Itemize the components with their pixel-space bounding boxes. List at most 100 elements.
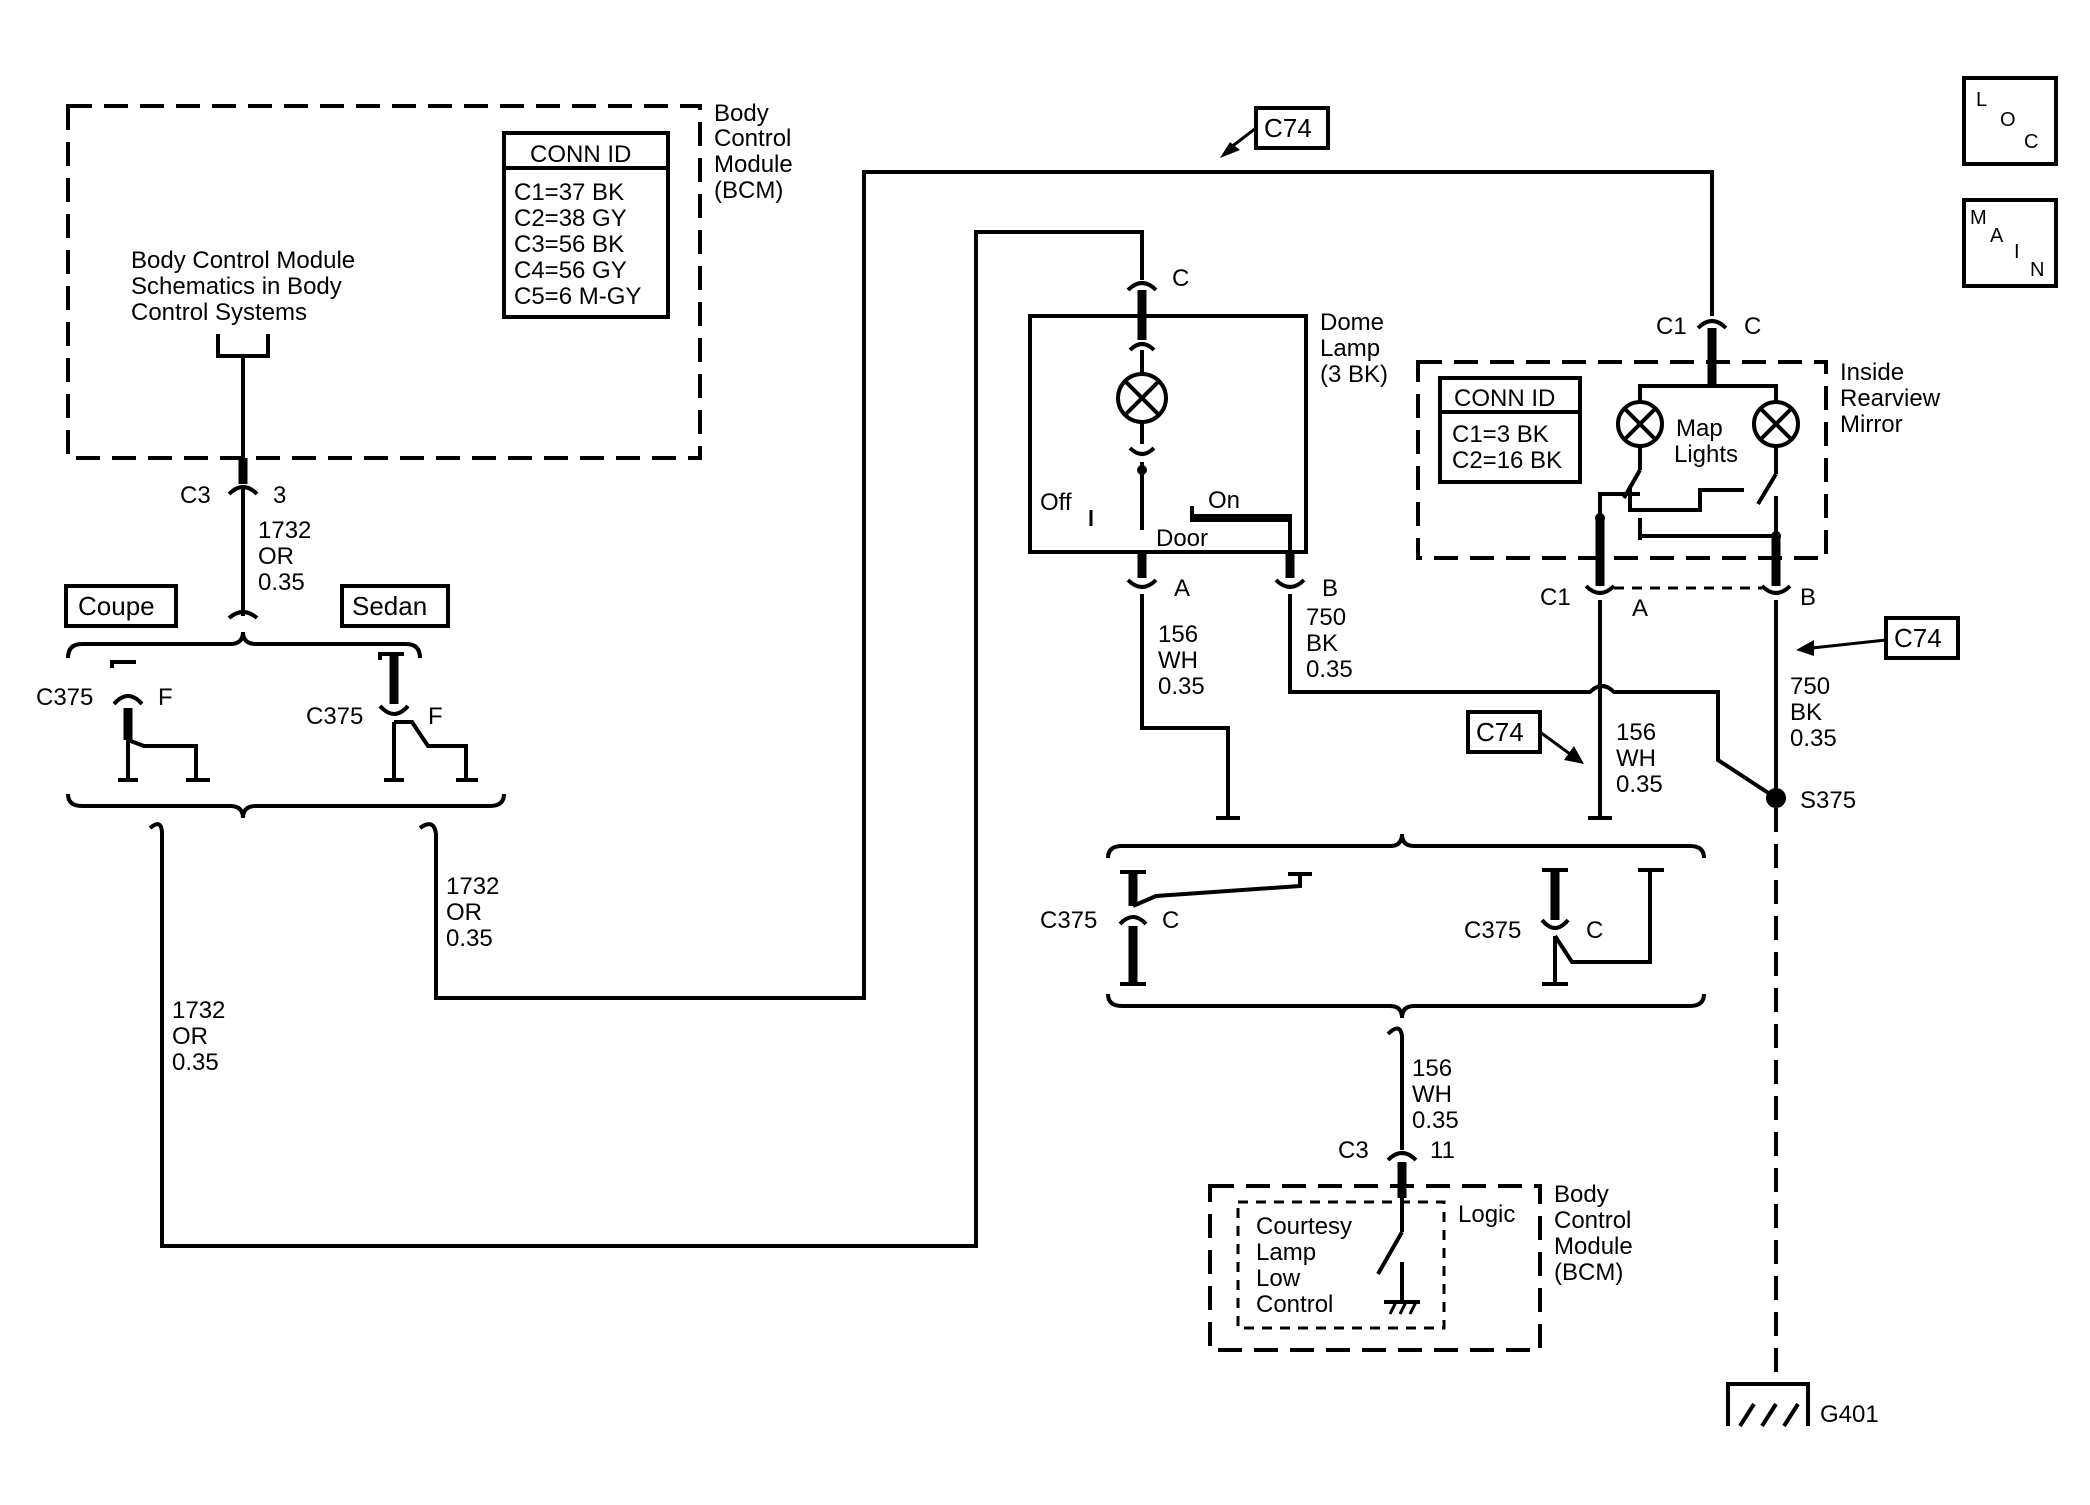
loc-button[interactable]: L O C	[1962, 76, 2058, 166]
lower-c375-left-label: C375	[1040, 907, 1097, 934]
bcm-bottom-pin-label: 11	[1430, 1137, 1455, 1164]
wire-156-c-line1: 156	[1412, 1055, 1452, 1082]
mirror-pin-b: B	[1800, 584, 1816, 611]
wire-750-dome: 750 BK 0.35	[1288, 594, 1778, 800]
dome-off-label: Off	[1040, 489, 1072, 516]
loc-letter-c: C	[2024, 131, 2038, 153]
bcm-bottom-logic-boundary	[1236, 1200, 1446, 1330]
wire-1732-c-line1: 1732	[172, 997, 225, 1024]
bcm-top-pin-label: 3	[273, 482, 286, 509]
mirror-conn-id-title: CONN ID	[1454, 385, 1555, 412]
bcm-bottom-inner-3: Low	[1256, 1265, 1301, 1292]
c74-top-label: C74	[1264, 113, 1312, 143]
dome-label-1: Dome	[1320, 309, 1384, 336]
wire-156-dome: 156 WH 0.35	[1140, 594, 1240, 820]
bcm-bottom-label-2: Control	[1554, 1207, 1631, 1234]
wire-156-b-line2: WH	[1616, 745, 1656, 772]
sedan-c375-pin: F	[428, 703, 443, 730]
dome-lamp-box	[1028, 314, 1308, 554]
dome-label-2: Lamp	[1320, 335, 1380, 362]
conn-id-row-5: C5=6 M-GY	[514, 283, 641, 310]
dome-lamp: C Dome Lamp (3 BK) Off On Door A B	[1028, 265, 1388, 602]
wire-1732-a-line2: OR	[258, 543, 294, 570]
loc-letter-l: L	[1976, 89, 1987, 111]
c74-callout-right: C74	[1796, 616, 1960, 660]
bcm-top-boundary	[66, 104, 702, 460]
bcm-bottom-logic: Logic	[1458, 1201, 1515, 1228]
wire-156-bcm: 156 WH 0.35 C3 11	[1338, 1026, 1459, 1198]
bcm-bottom-boundary	[1208, 1184, 1542, 1352]
bcm-top-conn-id-table: CONN ID C1=37 BK C2=38 GY C3=56 BK C4=56…	[502, 131, 670, 319]
wire-156-a-line2: WH	[1158, 647, 1198, 674]
wire-1732-a-line3: 0.35	[258, 569, 305, 596]
wire-750-a-line3: 0.35	[1306, 656, 1353, 683]
bcm-top-c3-connector: C3 3 1732 OR 0.35	[180, 458, 311, 620]
wire-156-c-line2: WH	[1412, 1081, 1452, 1108]
dome-top-pin: C	[1172, 265, 1189, 292]
loc-letter-o: O	[2000, 109, 2016, 131]
mirror-pin-a: A	[1632, 595, 1648, 622]
inside-mirror: C1 C Inside Rearview Mirror CONN ID C1=3…	[1416, 304, 1941, 622]
dome-pin-a: A	[1174, 575, 1190, 602]
wire-750-a-line1: 750	[1306, 604, 1346, 631]
mirror-top-pin: C	[1744, 313, 1761, 340]
c74-mid-label: C74	[1476, 717, 1524, 747]
wire-1732-a-line1: 1732	[258, 517, 311, 544]
dome-pin-b: B	[1322, 575, 1338, 602]
splice-label: S375	[1800, 787, 1856, 814]
mirror-conn-id-row-2: C2=16 BK	[1452, 447, 1562, 474]
splice-s375	[1766, 788, 1786, 808]
mirror-boundary	[1416, 360, 1828, 560]
map-light-right-icon	[1752, 400, 1800, 448]
bcm-bottom: Logic Courtesy Lamp Low Control Body Con…	[1208, 1181, 1633, 1352]
sedan-label: Sedan	[352, 591, 427, 621]
wire-156-a-line3: 0.35	[1158, 673, 1205, 700]
bcm-bottom-label-3: Module	[1554, 1233, 1633, 1260]
wire-1732-b-line2: OR	[446, 899, 482, 926]
dome-bulb-icon	[1116, 372, 1168, 424]
mirror-label-3: Mirror	[1840, 411, 1903, 438]
lower-c375-left-pin: C	[1162, 907, 1179, 934]
wire-156-a-line1: 156	[1158, 621, 1198, 648]
bcm-bottom-inner-1: Courtesy	[1256, 1213, 1352, 1240]
option-coupe-sedan: Coupe Sedan C375 F C375 F	[36, 584, 506, 819]
ground-icon	[1726, 1382, 1810, 1428]
dome-door-label: Door	[1156, 525, 1208, 552]
ground-g401: G401	[1726, 1382, 1879, 1428]
main-button[interactable]: M A I N	[1962, 198, 2058, 288]
wire-750-mirror: S375 750 BK 0.35	[1766, 600, 1856, 1384]
mirror-bottom-conn: C1	[1540, 584, 1571, 611]
wire-156-b-line3: 0.35	[1616, 771, 1663, 798]
mirror-label-2: Rearview	[1840, 385, 1941, 412]
coupe-c375-label: C375	[36, 684, 93, 711]
wire-1732-c-line3: 0.35	[172, 1049, 219, 1076]
chassis-ground-icon	[1384, 1300, 1420, 1315]
bcm-note-1: Body Control Module	[131, 247, 355, 274]
wire-156-b-line1: 156	[1616, 719, 1656, 746]
bcm-top-label-1: Body	[714, 100, 769, 127]
bcm-top-label-2: Control	[714, 125, 791, 152]
sedan-box	[340, 584, 450, 628]
wire-750-b-line1: 750	[1790, 673, 1830, 700]
ground-label: G401	[1820, 1401, 1879, 1428]
conn-id-row-4: C4=56 GY	[514, 257, 627, 284]
sedan-c375-label: C375	[306, 703, 363, 730]
main-letter-a: A	[1990, 225, 2004, 247]
bcm-note-3: Control Systems	[131, 299, 307, 326]
main-letter-m: M	[1970, 207, 1987, 229]
bcm-top: Body Control Module (BCM) CONN ID C1=37 …	[66, 100, 793, 460]
bcm-note-2: Schematics in Body	[131, 273, 342, 300]
bcm-bottom-label-1: Body	[1554, 1181, 1609, 1208]
coupe-label: Coupe	[78, 591, 155, 621]
dome-on-label: On	[1208, 487, 1240, 514]
coupe-box	[64, 584, 178, 628]
conn-id-row-3: C3=56 BK	[514, 231, 624, 258]
main-letter-n: N	[2030, 259, 2044, 281]
conn-id-title: CONN ID	[530, 141, 631, 168]
wire-750-a-line2: BK	[1306, 630, 1338, 657]
bcm-bottom-label-4: (BCM)	[1554, 1259, 1623, 1286]
bcm-top-label-4: (BCM)	[714, 177, 783, 204]
wire-750-b-line3: 0.35	[1790, 725, 1837, 752]
